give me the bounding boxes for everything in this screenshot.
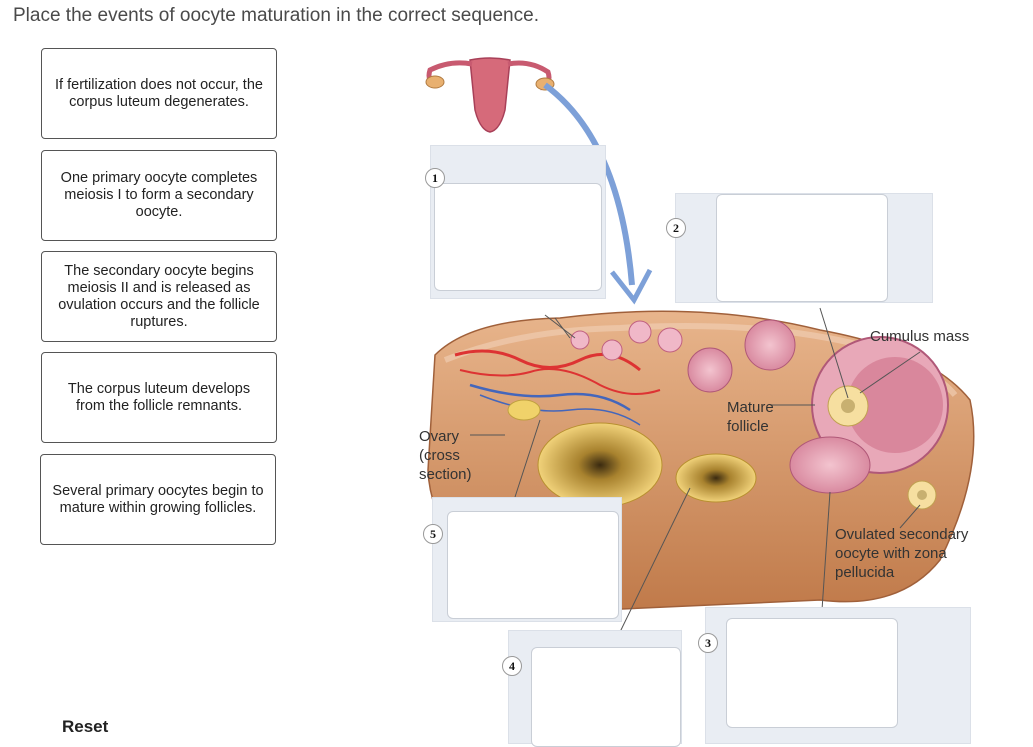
mature-follicle-label-line2: follicle xyxy=(727,418,769,435)
reset-button[interactable]: Reset xyxy=(62,717,109,736)
mature-follicle-label-line1: Mature xyxy=(727,399,774,416)
answer-card[interactable]: Several primary oocytes begin to mature … xyxy=(40,454,276,545)
card-text: One primary oocyte completes meiosis I t… xyxy=(60,170,258,220)
step-number-badge: 5 xyxy=(423,524,443,544)
ovulated-oocyte-label-line3: pellucida xyxy=(835,564,895,581)
step-number-badge: 4 xyxy=(502,656,522,676)
ovulated-oocyte-label-line2: oocyte with zona xyxy=(835,545,947,562)
ovary-label-line2: (cross xyxy=(419,447,460,464)
drop-target-slot[interactable] xyxy=(531,647,681,747)
cumulus-mass-label: Cumulus mass xyxy=(870,328,970,345)
drop-target-slot[interactable] xyxy=(726,618,898,728)
drop-target-slot[interactable] xyxy=(716,194,888,302)
ovary-label-line3: section) xyxy=(419,466,472,483)
drop-zone-1[interactable] xyxy=(430,145,606,299)
answer-card[interactable]: One primary oocyte completes meiosis I t… xyxy=(41,150,277,241)
step-number-badge: 2 xyxy=(666,218,686,238)
ovulated-oocyte-label-line1: Ovulated secondary xyxy=(835,526,969,543)
drop-zone-5[interactable] xyxy=(432,497,622,622)
drop-target-slot[interactable] xyxy=(447,511,619,619)
card-text: Several primary oocytes begin to mature … xyxy=(52,482,264,516)
step-number-badge: 1 xyxy=(425,168,445,188)
answer-card[interactable]: If fertilization does not occur, the cor… xyxy=(41,48,277,139)
question-prompt: Place the events of oocyte maturation in… xyxy=(13,5,539,26)
ovary-label-line1: Ovary xyxy=(419,428,460,445)
drop-zone-3[interactable] xyxy=(705,607,971,744)
answer-card[interactable]: The corpus luteum develops from the foll… xyxy=(41,352,277,443)
drop-target-slot[interactable] xyxy=(434,183,602,291)
answer-card[interactable]: The secondary oocyte begins meiosis II a… xyxy=(41,251,277,342)
step-number-badge: 3 xyxy=(698,633,718,653)
card-text: The secondary oocyte begins meiosis II a… xyxy=(58,262,260,330)
drop-zone-2[interactable] xyxy=(675,193,933,303)
uterus-icon xyxy=(425,57,555,133)
card-text: If fertilization does not occur, the cor… xyxy=(55,76,263,110)
drop-zone-4[interactable] xyxy=(508,630,682,747)
card-text: The corpus luteum develops from the foll… xyxy=(67,380,251,414)
